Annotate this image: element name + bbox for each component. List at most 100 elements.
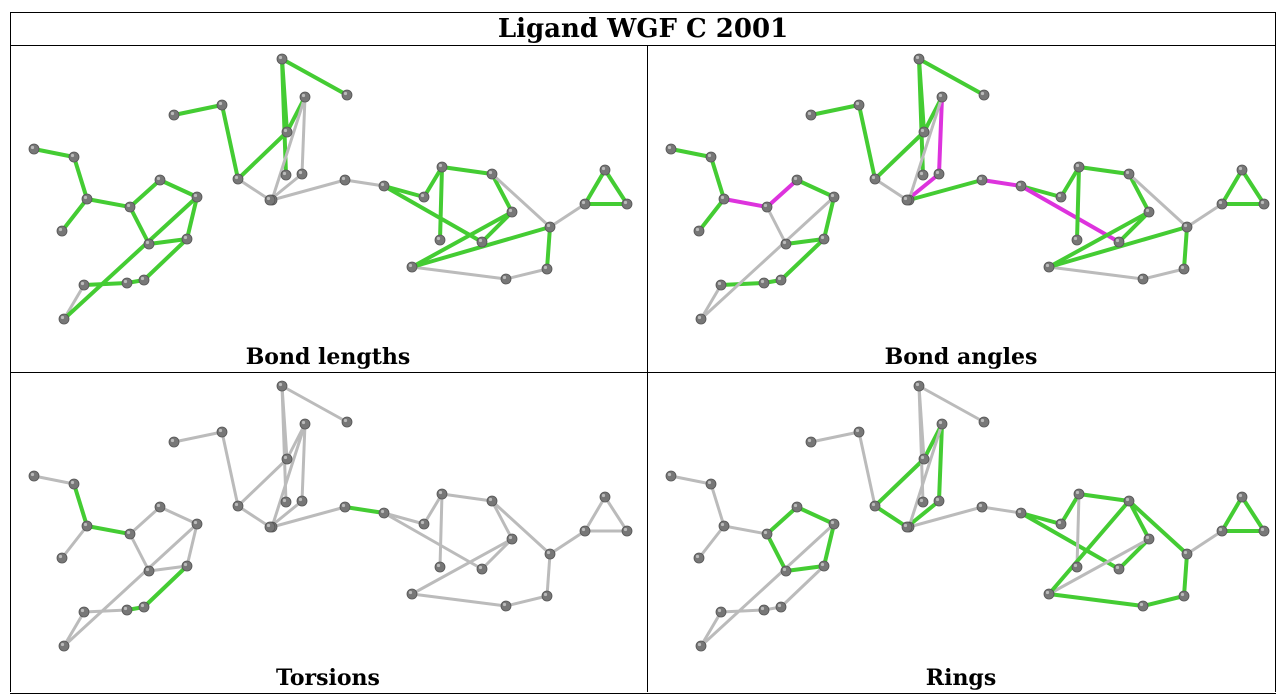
atom bbox=[791, 174, 803, 186]
atom-highlight bbox=[903, 196, 908, 201]
atom bbox=[181, 560, 193, 572]
atom-highlight bbox=[793, 176, 798, 181]
atom-highlight bbox=[543, 265, 548, 270]
bond bbox=[82, 281, 129, 287]
atom-highlight bbox=[1260, 200, 1265, 205]
atom-highlight bbox=[70, 480, 75, 485]
atom-highlight bbox=[763, 203, 768, 208]
atom-highlight bbox=[283, 128, 288, 133]
atom bbox=[933, 168, 945, 180]
bond bbox=[1047, 499, 1131, 596]
atom bbox=[853, 426, 865, 438]
bond bbox=[270, 505, 347, 529]
atom bbox=[341, 89, 353, 101]
atom bbox=[828, 518, 840, 530]
atom bbox=[621, 198, 633, 210]
atom bbox=[406, 261, 418, 273]
bond bbox=[62, 522, 199, 648]
atom bbox=[264, 521, 276, 533]
atom-highlight bbox=[1218, 200, 1223, 205]
atom-highlight bbox=[581, 200, 586, 205]
atom-highlight bbox=[234, 502, 239, 507]
atom-highlight bbox=[546, 223, 551, 228]
atom-highlight bbox=[1183, 223, 1188, 228]
atom bbox=[154, 501, 166, 513]
atom bbox=[1258, 198, 1270, 210]
bond bbox=[697, 197, 726, 233]
atom-highlight bbox=[380, 182, 385, 187]
atom-highlight bbox=[697, 315, 702, 320]
atom bbox=[500, 273, 512, 285]
bond bbox=[172, 103, 224, 117]
bond bbox=[699, 283, 723, 321]
atom-highlight bbox=[720, 522, 725, 527]
atom-highlight bbox=[123, 606, 128, 611]
left-border bbox=[10, 12, 11, 692]
atom-highlight bbox=[695, 227, 700, 232]
panel-torsions bbox=[12, 374, 640, 664]
bond bbox=[490, 172, 514, 214]
atom-highlight bbox=[601, 493, 606, 498]
atom bbox=[1236, 491, 1248, 503]
atom-highlight bbox=[871, 175, 876, 180]
bond bbox=[440, 165, 494, 176]
atom-highlight bbox=[140, 276, 145, 281]
bond bbox=[1019, 511, 1121, 571]
atom bbox=[541, 590, 553, 602]
atom-highlight bbox=[695, 554, 700, 559]
atom bbox=[818, 233, 830, 245]
bond bbox=[937, 422, 944, 503]
atom bbox=[276, 380, 288, 392]
atom-highlight bbox=[777, 603, 782, 608]
atom bbox=[436, 488, 448, 500]
atom bbox=[299, 91, 311, 103]
atom-highlight bbox=[70, 153, 75, 158]
atom bbox=[341, 416, 353, 428]
bond bbox=[142, 237, 189, 282]
bond bbox=[410, 592, 508, 608]
atom bbox=[138, 274, 150, 286]
atom-highlight bbox=[697, 642, 702, 647]
atom bbox=[406, 588, 418, 600]
bond bbox=[1185, 529, 1224, 556]
atom-highlight bbox=[301, 93, 306, 98]
atom-highlight bbox=[343, 91, 348, 96]
atom-highlight bbox=[935, 497, 940, 502]
bond bbox=[1127, 499, 1189, 556]
atom-highlight bbox=[1073, 236, 1078, 241]
atom-highlight bbox=[903, 523, 908, 528]
atom bbox=[869, 173, 881, 185]
atom-highlight bbox=[502, 275, 507, 280]
atom-highlight bbox=[920, 455, 925, 460]
atom-highlight bbox=[156, 503, 161, 508]
atom bbox=[1113, 236, 1125, 248]
atom bbox=[56, 225, 68, 237]
atom-highlight bbox=[807, 438, 812, 443]
molecule-bond-angles bbox=[665, 53, 1270, 325]
atom-highlight bbox=[871, 502, 876, 507]
bond bbox=[1127, 499, 1151, 541]
atom-highlight bbox=[1115, 238, 1120, 243]
bond bbox=[1220, 495, 1244, 533]
atom bbox=[1073, 161, 1085, 173]
atom-highlight bbox=[502, 602, 507, 607]
caption-torsions: Torsions bbox=[276, 665, 380, 691]
atom-highlight bbox=[1075, 490, 1080, 495]
atom-highlight bbox=[278, 382, 283, 387]
bond bbox=[722, 197, 769, 209]
atom-highlight bbox=[80, 608, 85, 613]
bond bbox=[268, 499, 304, 529]
atom bbox=[705, 151, 717, 163]
bond bbox=[128, 205, 151, 246]
atom-highlight bbox=[1145, 208, 1150, 213]
atom-highlight bbox=[782, 567, 787, 572]
bond bbox=[722, 524, 769, 536]
atom-highlight bbox=[266, 196, 271, 201]
atom-highlight bbox=[58, 554, 63, 559]
atom-highlight bbox=[667, 145, 672, 150]
bond bbox=[1047, 537, 1151, 596]
bond bbox=[1240, 168, 1266, 206]
atom bbox=[143, 238, 155, 250]
atom-highlight bbox=[1017, 182, 1022, 187]
atom bbox=[901, 194, 913, 206]
